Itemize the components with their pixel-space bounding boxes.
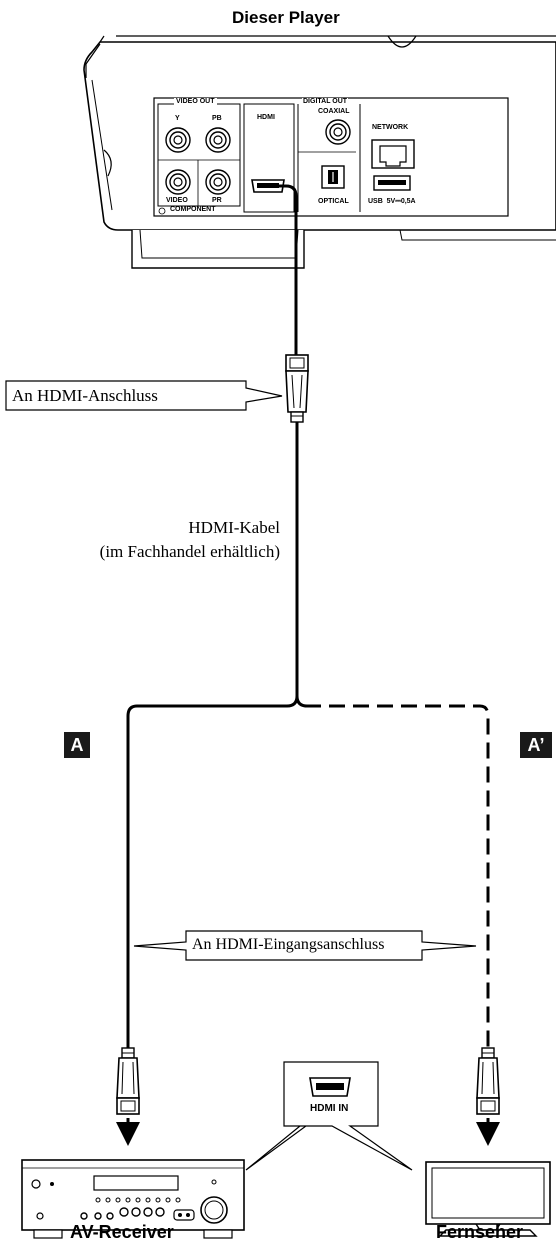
cable-description: HDMI-Kabel (im Fachhandel erhältlich): [40, 516, 280, 564]
player-title: Dieser Player: [232, 8, 340, 27]
receiver-title: AV-Receiver: [70, 1222, 174, 1242]
tv-title: Fernseher: [436, 1222, 524, 1242]
rca-jack-pb: [205, 127, 231, 153]
cable-line1: HDMI-Kabel: [188, 518, 280, 537]
callout-hdmi-input-text: An HDMI-Eingangsanschluss: [192, 936, 385, 953]
rca-jack-video: [165, 169, 191, 195]
player-device: [83, 35, 556, 269]
hdmi-in-label: HDMI IN: [310, 1103, 349, 1114]
label-network: NETWORK: [372, 124, 409, 131]
tv-device: [425, 1161, 551, 1237]
coaxial-jack: [325, 119, 351, 145]
label-hdmi: HDMI: [257, 114, 275, 121]
label-pb: PB: [212, 115, 222, 122]
rca-jack-y: [165, 127, 191, 153]
network-port: [371, 139, 415, 169]
label-video: VIDEO: [166, 197, 188, 204]
label-usb: USB 5V⎓0,5A: [368, 198, 416, 205]
callout-hdmi-port: [5, 380, 283, 411]
callout-hdmi-port-text: An HDMI-Anschluss: [12, 386, 158, 405]
callout-hdmi-input: [133, 930, 477, 961]
optical-port: [321, 165, 345, 189]
hdmi-in-bubble: [245, 1061, 413, 1171]
label-video-out: VIDEO OUT: [174, 98, 217, 105]
av-receiver-device: [21, 1159, 245, 1239]
usb-port: [373, 175, 411, 191]
label-optical: OPTICAL: [318, 198, 349, 205]
hdmi-cable: [126, 184, 490, 1048]
plug-right: [476, 1047, 500, 1146]
rca-jack-pr: [205, 169, 231, 195]
label-y: Y: [175, 115, 180, 122]
plug-left: [116, 1047, 140, 1146]
cable-line2: (im Fachhandel erhältlich): [99, 542, 280, 561]
label-coaxial: COAXIAL: [318, 108, 350, 115]
label-digital-out: DIGITAL OUT: [302, 98, 349, 105]
label-pr: PR: [212, 197, 222, 204]
badge-a: A: [64, 732, 90, 758]
label-component: COMPONENT: [170, 206, 216, 213]
badge-a-prime: A’: [520, 732, 552, 758]
